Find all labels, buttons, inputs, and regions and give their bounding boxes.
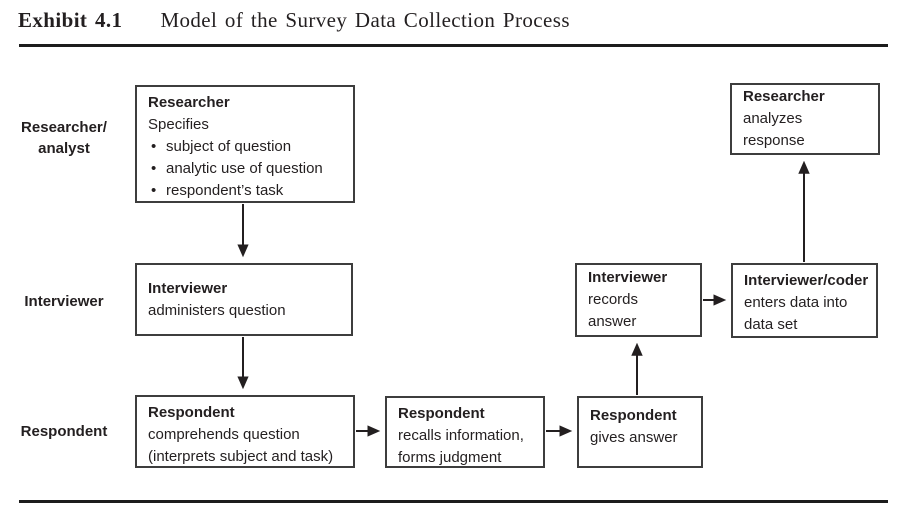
box-line: gives answer <box>590 429 678 446</box>
box-respondent-recalls: Respondent recalls information, forms ju… <box>385 396 545 468</box>
box-line: administers question <box>148 301 286 319</box>
box-title: Interviewer <box>588 269 668 286</box>
box-researcher-analyzes: Researcher analyzes response <box>730 83 880 155</box>
box-line: enters data into <box>744 294 848 311</box>
box-line: forms judgment <box>398 449 502 466</box>
box-line: records answer <box>588 291 639 330</box>
box-title: Respondent <box>590 407 677 424</box>
box-respondent-gives: Respondent gives answer <box>577 396 703 468</box>
box-line: comprehends question <box>148 426 300 443</box>
box-interviewer-administers: Interviewer administers question <box>135 263 353 336</box>
box-line: recalls information, <box>398 427 524 444</box>
bullet-item: subject of question <box>148 136 342 158</box>
box-line: (interprets subject and task) <box>148 448 334 465</box>
row-label-line: Researcher/ <box>21 119 107 136</box>
bullet-item: respondent’s task <box>148 180 342 202</box>
bullet-item: analytic use of question <box>148 158 342 180</box>
box-line: data set <box>744 316 798 333</box>
box-title: Respondent <box>398 405 485 422</box>
row-label-interviewer: Interviewer <box>24 293 104 310</box>
exhibit-title: Model of the Survey Data Collection Proc… <box>160 8 570 32</box>
row-label-line: analyst <box>38 140 90 157</box>
bullet-list: subject of question analytic use of ques… <box>148 136 342 202</box>
box-line: Specifies <box>148 116 209 133</box>
exhibit-header: Exhibit 4.1 Model of the Survey Data Col… <box>18 8 570 33</box>
box-title: Researcher <box>148 94 230 111</box>
box-researcher-specifies: Researcher Specifies subject of question… <box>135 85 355 203</box>
box-title: Researcher <box>743 88 825 105</box>
bottom-rule <box>19 500 888 503</box>
box-respondent-comprehends: Respondent comprehends question (interpr… <box>135 395 355 468</box>
box-line: analyzes response <box>743 110 805 149</box>
top-rule <box>19 44 888 47</box>
box-title: Interviewer <box>148 279 228 297</box>
box-interviewer-records: Interviewer records answer <box>575 263 702 337</box>
box-interviewer-coder: Interviewer/coder enters data into data … <box>731 263 878 338</box>
box-title: Respondent <box>148 404 235 421</box>
exhibit-number: Exhibit 4.1 <box>18 8 123 32</box>
box-title: Interviewer/coder <box>744 272 869 289</box>
row-label-respondent: Respondent <box>20 423 108 440</box>
row-label-researcher-analyst: Researcher/ analyst <box>8 117 120 159</box>
